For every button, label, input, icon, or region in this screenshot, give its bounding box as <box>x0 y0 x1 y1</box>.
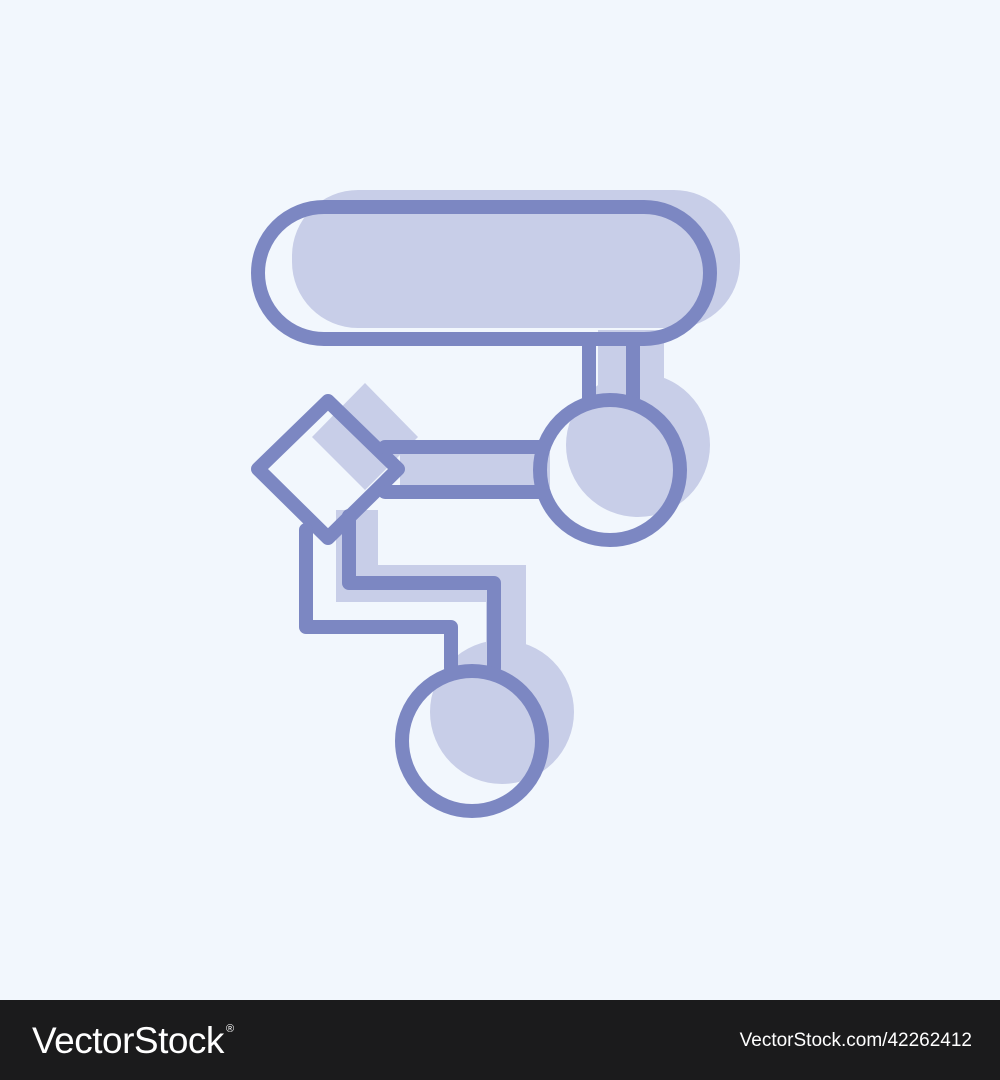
end-node <box>395 664 549 818</box>
footer-bar: VectorStock ® VectorStock.com/42262412 <box>0 1000 1000 1080</box>
path-outer <box>299 523 458 675</box>
process-node <box>533 393 687 547</box>
registered-mark: ® <box>225 1022 234 1035</box>
flowchart-outline <box>251 200 717 818</box>
image-id: VectorStock.com/42262412 <box>739 1029 972 1051</box>
branch-shadow <box>400 452 550 488</box>
illustration-canvas <box>251 190 740 818</box>
flowchart-icon <box>251 190 740 818</box>
brand-name: VectorStock <box>32 1019 224 1061</box>
terminator-shape <box>251 200 717 346</box>
path-shadow <box>336 510 526 675</box>
terminator-shadow <box>292 190 740 328</box>
decision-shape <box>251 394 405 545</box>
brand-logo: VectorStock ® <box>32 1022 234 1059</box>
path-inner <box>342 509 501 675</box>
